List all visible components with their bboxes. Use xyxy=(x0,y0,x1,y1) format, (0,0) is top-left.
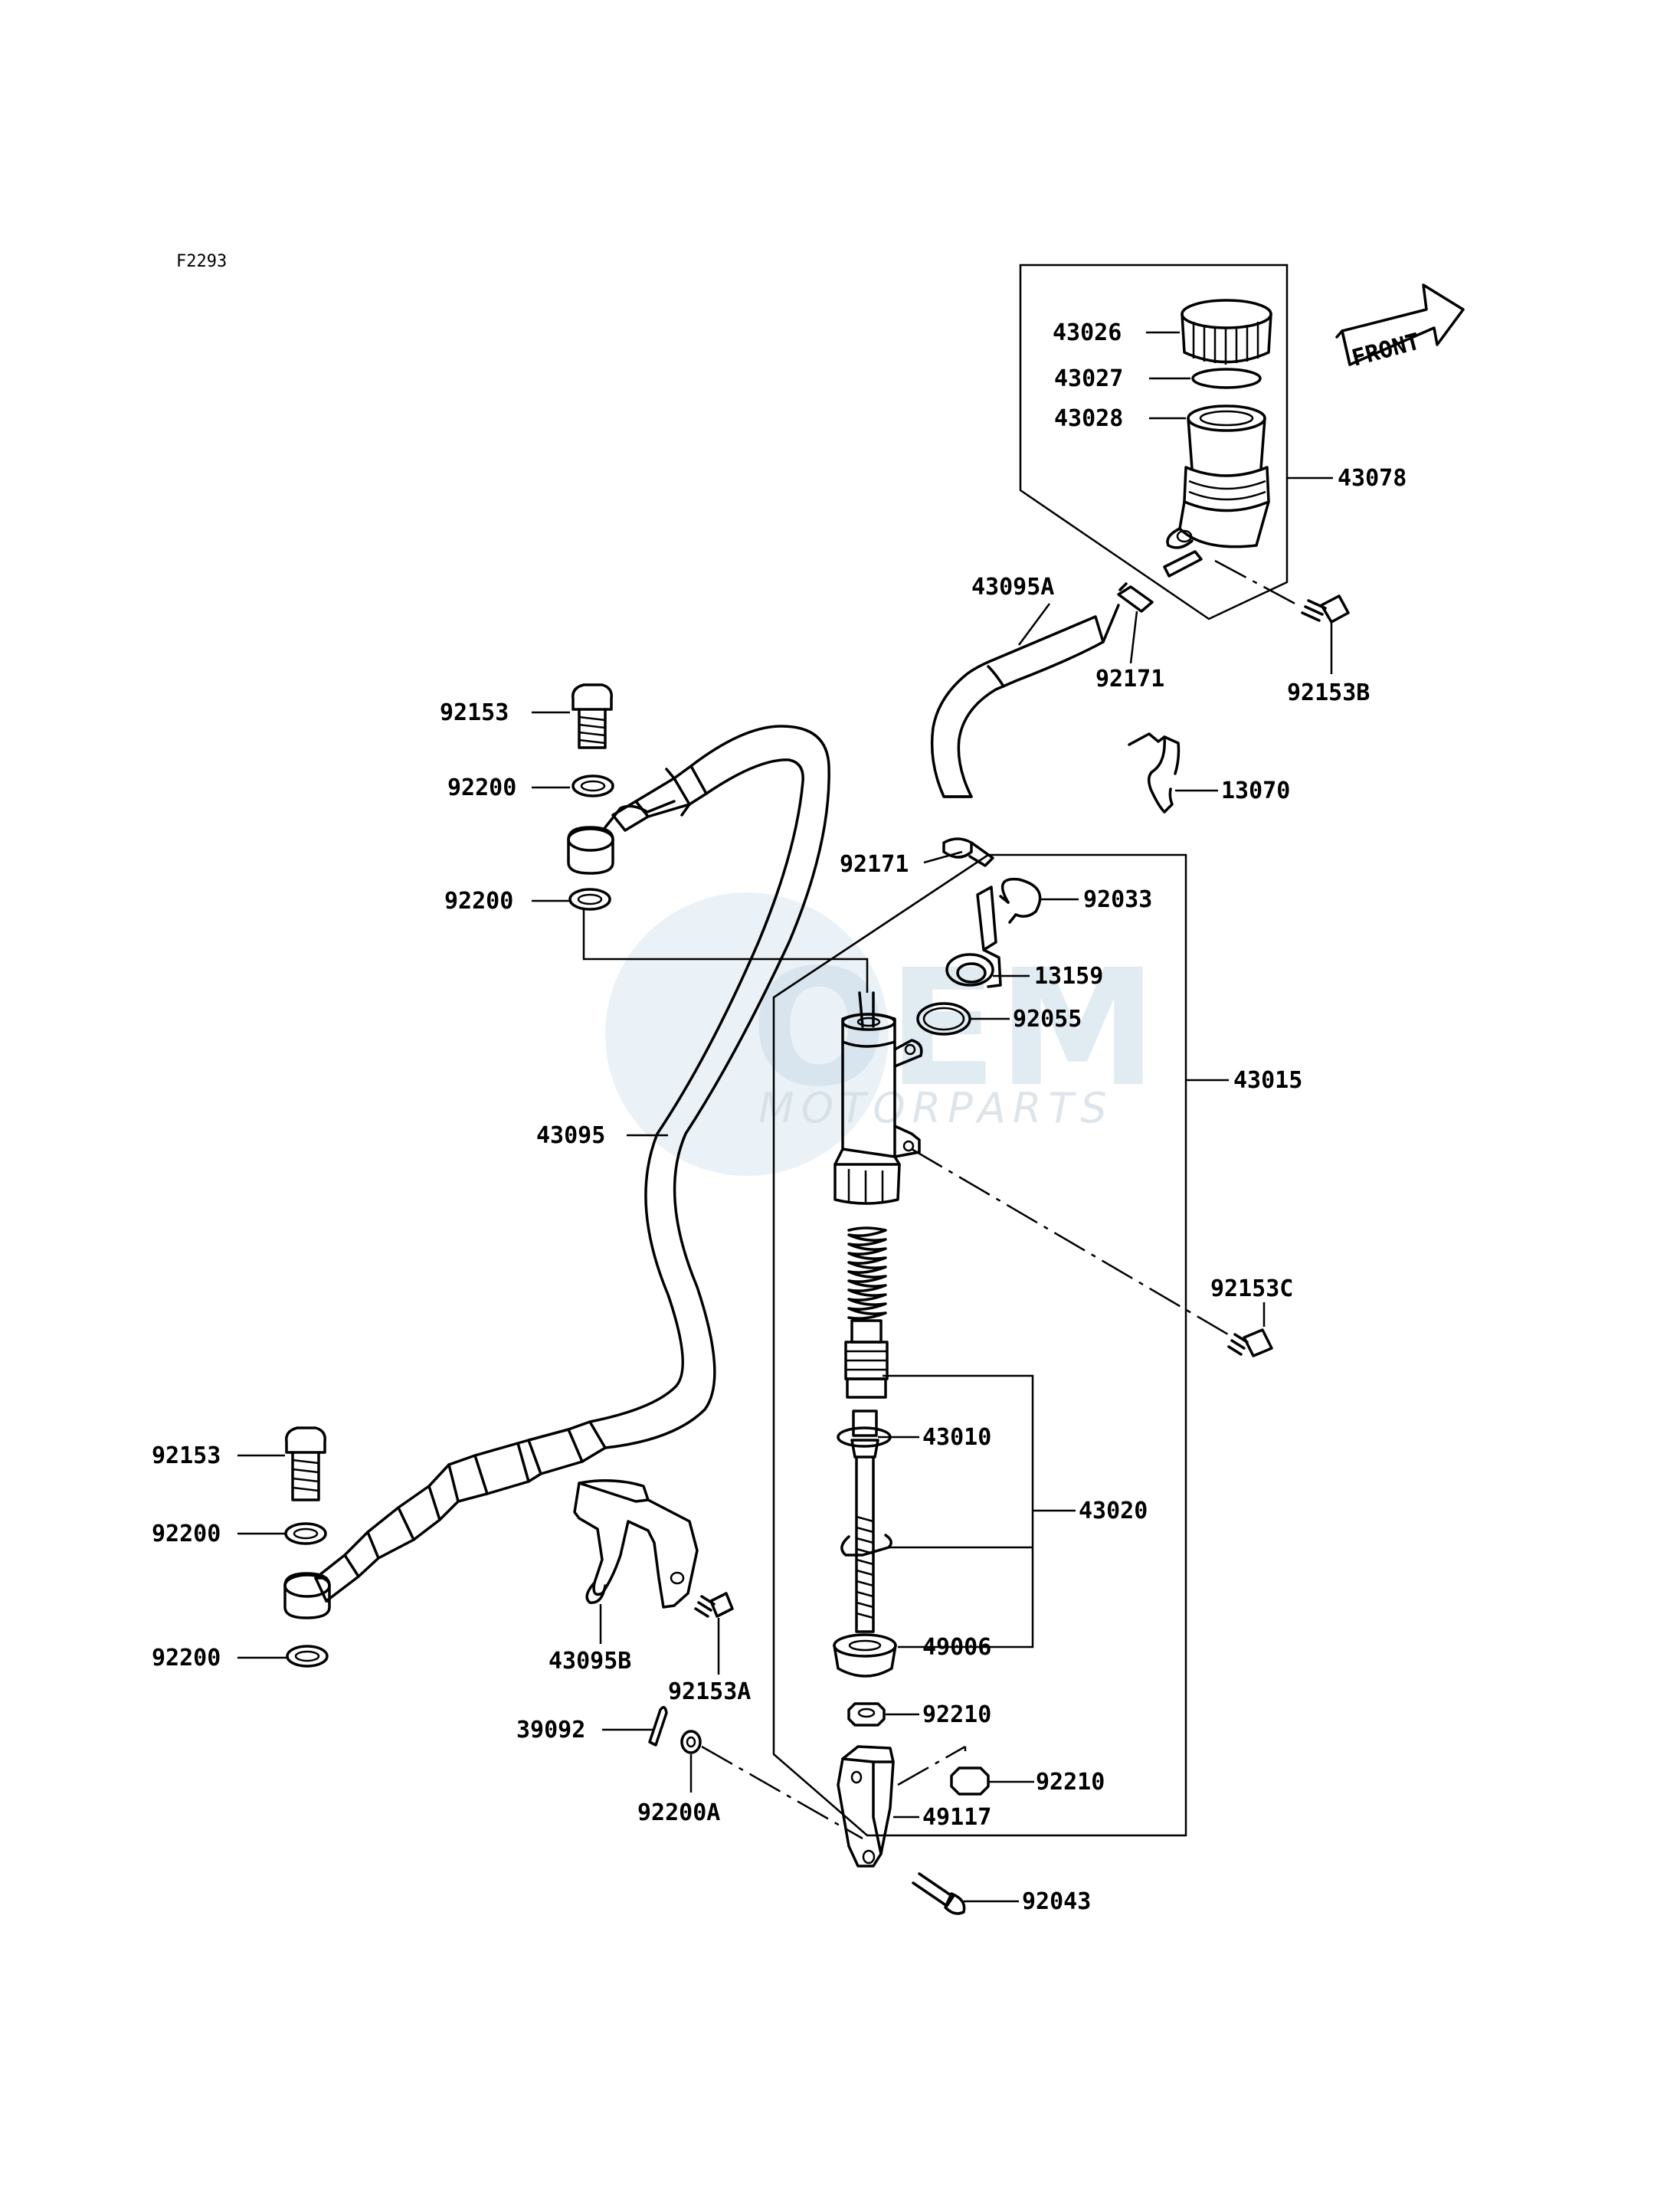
clip-13070 xyxy=(1128,732,1181,814)
label-92043: 92043 xyxy=(1022,1888,1091,1915)
watermark-sub: MOTORPARTS xyxy=(758,1084,1114,1132)
label-43095: 43095 xyxy=(536,1122,605,1149)
label-43010: 43010 xyxy=(922,1424,991,1451)
reservoir-box xyxy=(1019,264,1289,620)
reservoir-assembly xyxy=(1163,299,1272,578)
label-92200-a: 92200 xyxy=(447,774,516,801)
bracket-43095B xyxy=(573,1479,699,1609)
watermark: OEM MOTORPARTS xyxy=(605,892,1158,1176)
washer-92200-c xyxy=(284,1522,327,1545)
label-92200-c: 92200 xyxy=(152,1521,221,1547)
inlet-fitting-13159 xyxy=(945,886,1002,988)
hose-43095 xyxy=(314,725,830,1603)
label-43028: 43028 xyxy=(1054,405,1123,432)
label-92153-top: 92153 xyxy=(440,699,509,726)
washer-92200-a xyxy=(571,774,614,797)
leader-lines xyxy=(237,331,1333,1903)
label-92200-b: 92200 xyxy=(444,888,513,915)
diagram-code: F2293 xyxy=(176,252,227,271)
label-43095B: 43095B xyxy=(549,1648,631,1675)
boot-49006 xyxy=(833,1633,897,1678)
washer-92200-d xyxy=(286,1645,329,1668)
clip-92171-low xyxy=(942,837,994,867)
label-49006: 49006 xyxy=(922,1634,991,1661)
label-92210-b: 92210 xyxy=(1036,1769,1105,1796)
label-92210-a: 92210 xyxy=(922,1701,991,1728)
label-43020: 43020 xyxy=(1079,1498,1148,1524)
hose-43095A xyxy=(930,604,1120,798)
bolt-92153-top xyxy=(571,683,613,749)
label-92153B: 92153B xyxy=(1287,679,1370,706)
banjo-fitting-top xyxy=(567,800,676,875)
pushrod-43010 xyxy=(837,1410,892,1633)
nut-92210-b xyxy=(950,1766,990,1796)
clip-92171-top xyxy=(1117,582,1154,613)
pin-92043 xyxy=(912,1872,966,1915)
clevis-49117 xyxy=(837,1745,895,1868)
label-43078: 43078 xyxy=(1338,465,1407,492)
clip-92033 xyxy=(999,877,1042,924)
part-labels: 43026 43027 43028 43078 43095A 92171 921… xyxy=(152,319,1407,1915)
master-cylinder-body xyxy=(833,991,923,1205)
label-43015: 43015 xyxy=(1233,1067,1302,1094)
label-43026: 43026 xyxy=(1053,319,1122,346)
label-92153A: 92153A xyxy=(668,1678,751,1705)
label-13070: 13070 xyxy=(1221,778,1290,804)
bolt-92153B xyxy=(1301,594,1350,624)
label-92033: 92033 xyxy=(1083,886,1152,913)
front-label: FRONT xyxy=(1349,329,1423,372)
label-43095A: 43095A xyxy=(971,574,1054,601)
label-92200A: 92200A xyxy=(637,1799,720,1826)
banjo-fitting-low xyxy=(283,1572,331,1619)
label-43027: 43027 xyxy=(1054,365,1123,392)
label-92171-low: 92171 xyxy=(840,851,909,878)
front-arrow-icon: FRONT xyxy=(1335,283,1465,372)
label-39092: 39092 xyxy=(516,1717,585,1744)
label-92153C: 92153C xyxy=(1210,1275,1293,1302)
cotter-pin-39092 xyxy=(648,1706,668,1747)
bolt-92153C xyxy=(1227,1328,1273,1357)
label-13159: 13159 xyxy=(1034,963,1103,990)
bolt-92153A xyxy=(694,1592,734,1618)
label-92171-top: 92171 xyxy=(1095,666,1164,692)
label-92200-d: 92200 xyxy=(152,1645,221,1671)
washer-92200-b xyxy=(568,888,611,911)
spring xyxy=(847,1226,887,1320)
nut-92210-a xyxy=(847,1702,886,1727)
label-49117: 49117 xyxy=(922,1804,991,1831)
label-92055: 92055 xyxy=(1013,1006,1082,1033)
washer-92200A xyxy=(680,1730,702,1754)
label-92153-low: 92153 xyxy=(152,1442,221,1469)
bolt-92153-low xyxy=(285,1426,326,1501)
piston xyxy=(844,1319,889,1399)
